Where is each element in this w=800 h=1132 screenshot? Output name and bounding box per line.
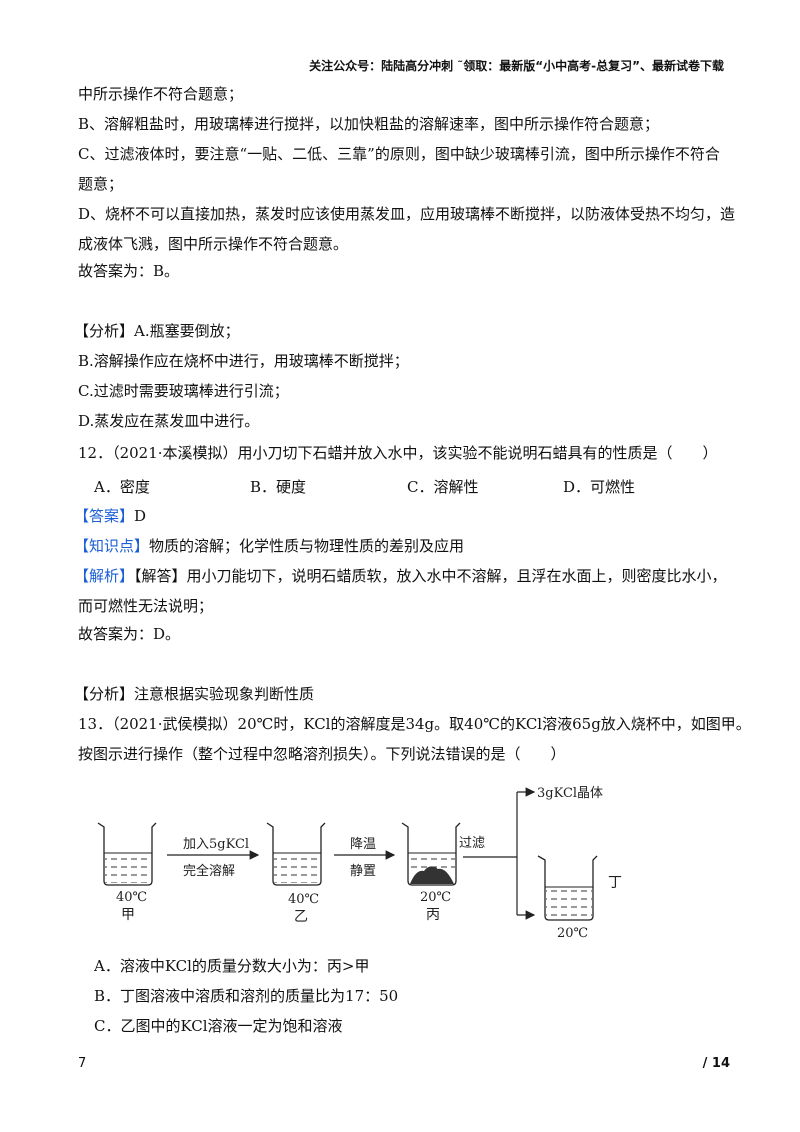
q12-analysis-line: 【分析】注意根据实验现象判断性质 xyxy=(74,685,314,703)
beaker-bing-icon xyxy=(401,822,461,886)
promo-header: 关注公众号：陆陆高分冲刺 ˜领取：最新版“小中高考-总复习”、最新试卷下载 xyxy=(309,59,724,73)
beaker-bing-label: 丙 xyxy=(426,907,440,923)
q11-analysis-line: 【分析】A.瓶塞要倒放； xyxy=(74,322,240,340)
page-number: 7 xyxy=(78,1056,87,1071)
crystal-label: 3gKCl晶体 xyxy=(537,786,603,801)
analysis-label: 【分析】 xyxy=(74,685,135,703)
step1-label-top: 加入5gKCl xyxy=(183,837,249,852)
q11-option-d-explanation-cont: 成液体飞溅，图中所示操作不符合题意。 xyxy=(78,235,349,253)
kcl-process-diagram: 40℃ 甲 加入5gKCl 完全溶解 40℃ 乙 降温 静置 20℃ 丙 过滤 … xyxy=(97,786,622,941)
explanation-label: 【解析】 xyxy=(74,567,135,585)
q11-analysis-c: C.过滤时需要玻璃棒进行引流； xyxy=(78,382,289,400)
beaker-ding-temp: 20℃ xyxy=(557,926,588,941)
answer-value: D xyxy=(134,507,147,525)
q12-knowledge-line: 【知识点】物质的溶解；化学性质与物理性质的差别及应用 xyxy=(74,537,464,555)
q12-answer-line: 【答案】D xyxy=(74,507,146,525)
step3-label: 过滤 xyxy=(459,836,485,851)
q12-stem: 12．（2021·本溪模拟）用小刀切下石蜡并放入水中，该实验不能说明石蜡具有的性… xyxy=(78,444,718,462)
knowledge-value: 物质的溶解；化学性质与物理性质的差别及应用 xyxy=(149,537,465,555)
q12-explanation-cont: 而可燃性无法说明； xyxy=(78,597,214,615)
analysis-label: 【分析】 xyxy=(74,322,135,340)
step2-label-top: 降温 xyxy=(350,837,376,852)
beaker-jia-temp: 40℃ xyxy=(116,890,147,905)
answer-label: 【答案】 xyxy=(74,507,135,525)
q12-explanation-line: 【解析】【解答】用小刀能切下，说明石蜡质软，放入水中不溶解，且浮在水面上，则密度… xyxy=(74,567,727,585)
beaker-bing-temp: 20℃ xyxy=(420,890,451,905)
q11-text-line: 中所示操作不符合题意； xyxy=(78,85,244,103)
q13-option-c: C．乙图中的KCl溶液一定为饱和溶液 xyxy=(94,1017,343,1035)
q11-option-c-explanation-cont: 题意； xyxy=(78,175,124,193)
q13-option-b: B．丁图溶液中溶质和溶剂的质量比为17：50 xyxy=(94,987,399,1005)
beaker-yi-temp: 40℃ xyxy=(288,892,319,907)
beaker-yi-label: 乙 xyxy=(294,909,308,925)
q11-option-b-explanation: B、溶解粗盐时，用玻璃棒进行搅拌，以加快粗盐的溶解速率，图中所示操作符合题意； xyxy=(78,115,660,133)
q12-final-answer: 故答案为：D。 xyxy=(78,625,181,643)
step1-label-bottom: 完全溶解 xyxy=(183,863,235,879)
q11-analysis-d: D.蒸发应在蒸发皿中进行。 xyxy=(78,412,260,430)
beaker-jia-label: 甲 xyxy=(121,907,135,923)
q11-final-answer: 故答案为：B。 xyxy=(78,262,180,280)
q13-option-a: A．溶液中KCl的质量分数大小为：丙>甲 xyxy=(94,957,370,975)
q12-option-a: A．密度 xyxy=(94,478,150,496)
q13-stem-line2: 按图示进行操作（整个过程中忽略溶剂损失）。下列说法错误的是（ ） xyxy=(78,745,566,763)
q12-option-d: D．可燃性 xyxy=(563,478,636,496)
beaker-jia-icon xyxy=(97,822,157,886)
beaker-ding-label: 丁 xyxy=(608,875,622,891)
q11-option-c-explanation: C、过滤液体时，要注意“一贴、二低、三靠”的原则，图中缺少玻璃棒引流，图中所示操… xyxy=(78,145,720,163)
analysis-value: 注意根据实验现象判断性质 xyxy=(134,685,315,703)
analysis-a: A.瓶塞要倒放； xyxy=(134,322,240,340)
q12-option-b: B．硬度 xyxy=(250,478,307,496)
page-total: / 14 xyxy=(702,1056,730,1071)
beaker-ding-icon xyxy=(537,855,598,921)
q11-analysis-b: B.溶解操作应在烧杯中进行，用玻璃棒不断搅拌； xyxy=(78,352,409,370)
step2-label-bottom: 静置 xyxy=(350,864,376,879)
explanation-text: 【解答】用小刀能切下，说明石蜡质软，放入水中不溶解，且浮在水面上，则密度比水小， xyxy=(134,567,727,585)
knowledge-label: 【知识点】 xyxy=(74,537,150,555)
beaker-yi-icon xyxy=(266,822,326,886)
q11-option-d-explanation: D、烧杯不可以直接加热，蒸发时应该使用蒸发皿，应用玻璃棒不断搅拌，以防液体受热不… xyxy=(78,205,736,223)
q13-stem-line1: 13．（2021·武侯模拟）20℃时，KCl的溶解度是34g。取40℃的KCl溶… xyxy=(78,715,751,733)
q12-option-c: C．溶解性 xyxy=(407,478,479,496)
